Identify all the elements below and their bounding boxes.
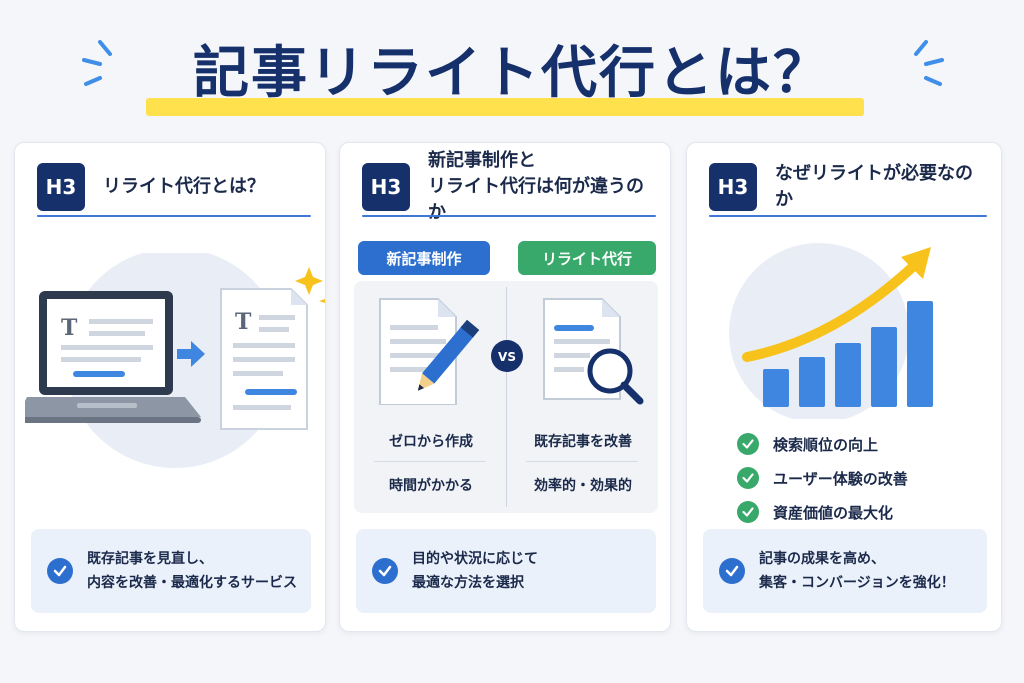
comparison-divider [506,287,507,507]
benefit-item: ユーザー体験の改善 [737,467,908,489]
document-icon: T [220,288,308,430]
card-what-is-rewrite: H3 リライト代行とは？ T T [14,142,326,632]
check-icon [47,558,73,584]
summary-line: 記事の成果を高め、 [759,551,885,567]
card-divider [709,215,987,217]
benefit-text: 検索順位の向上 [773,435,879,454]
point-divider [374,461,486,462]
card-title: 新記事制作と リライト代行は何が違うのか [428,148,652,226]
summary-box: 目的や状況に応じて 最適な方法を選択 [356,529,656,613]
arrow-right-icon [177,341,205,367]
card-why-rewrite: H3 なぜリライトが必要なのか 検索順位の向上 ユーザー体験の改善 資産価値の最… [686,142,1002,632]
summary-text: 記事の成果を高め、 集客・コンバージョンを強化！ [759,547,955,595]
summary-text: 目的や状況に応じて 最適な方法を選択 [412,547,538,595]
card-title-line: 新記事制作と [428,150,536,171]
laptop-icon: T [25,291,201,423]
card-title-line: リライト代行は何が違うのか [428,176,644,223]
left-burst-icon [82,40,112,86]
rewrite-point: 既存記事を改善 [534,434,632,450]
summary-line: 集客・コンバージョンを強化！ [759,575,955,591]
card-header: H3 リライト代行とは？ [37,157,307,217]
svg-text:VS: VS [498,350,516,364]
benefit-item: 検索順位の向上 [737,433,878,455]
new-article-point: 時間がかかる [389,478,473,494]
card-title: リライト代行とは？ [103,174,265,200]
rewrite-pill: リライト代行 [518,241,656,275]
document-magnifier-icon [543,298,644,405]
sparkle-icon [295,267,325,303]
title-highlight [146,98,864,116]
page-title: 記事リライト代行とは？ [193,41,831,106]
summary-line: 内容を改善・最適化するサービス [87,575,297,591]
check-icon [737,467,759,489]
card-difference: H3 新記事制作と リライト代行は何が違うのか 新記事制作 リライト代行 [339,142,671,632]
benefit-item: 資産価値の最大化 [737,501,893,523]
check-icon [719,558,745,584]
card-divider [37,215,311,217]
title-area: 記事リライト代行とは？ [0,22,1024,122]
summary-line: 既存記事を見直し、 [87,551,213,567]
card-title: なぜリライトが必要なのか [775,161,983,213]
card-title-line: リライト代行とは？ [103,176,265,197]
h3-badge: H3 [709,163,757,211]
summary-line: 目的や状況に応じて [412,551,538,567]
check-icon [737,501,759,523]
point-divider [526,461,638,462]
summary-box: 記事の成果を高め、 集客・コンバージョンを強化！ [703,529,987,613]
vs-badge: VS [491,340,523,372]
h3-badge: H3 [362,163,410,211]
check-icon [737,433,759,455]
comparison-panel: VS ゼロから作成 時間がかかる 既存記事を改善 効率的・効果的 [354,281,658,513]
right-burst-icon [914,40,944,86]
benefit-text: ユーザー体験の改善 [773,469,908,488]
laptop-to-document-illustration: T T [25,253,325,468]
summary-line: 最適な方法を選択 [412,575,524,591]
card-divider [362,215,656,217]
new-article-pill: 新記事制作 [358,241,490,275]
document-pencil-icon [379,298,480,405]
card-header: H3 なぜリライトが必要なのか [709,157,983,217]
card-header: H3 新記事制作と リライト代行は何が違うのか [362,150,652,223]
svg-text:T: T [235,309,252,335]
rewrite-point: 効率的・効果的 [534,478,632,494]
check-icon [372,558,398,584]
benefit-text: 資産価値の最大化 [773,503,894,522]
growth-bar-chart-icon [729,243,933,419]
h3-badge: H3 [37,163,85,211]
summary-box: 既存記事を見直し、 内容を改善・最適化するサービス [31,529,311,613]
card-title-line: なぜリライトが必要なのか [775,163,973,210]
new-article-point: ゼロから作成 [389,434,473,450]
summary-text: 既存記事を見直し、 内容を改善・最適化するサービス [87,547,297,595]
svg-text:T: T [61,315,78,341]
